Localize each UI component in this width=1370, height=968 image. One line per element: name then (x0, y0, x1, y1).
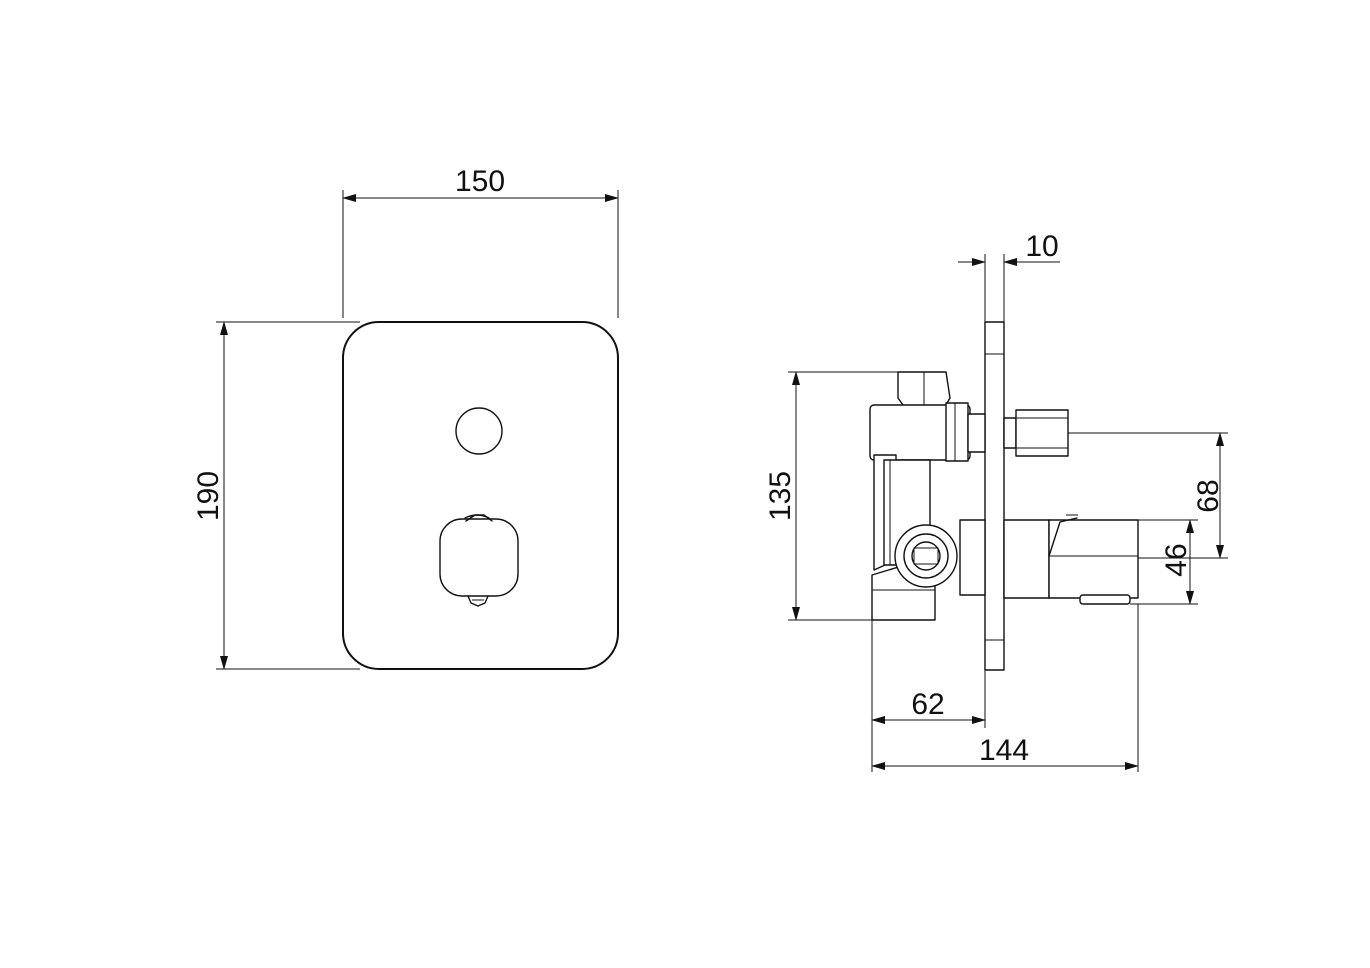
mixer-cartridge (959, 514, 1139, 605)
dimension-front-height: 190 (192, 321, 360, 670)
dimension-outlet-lower: 46 (1130, 519, 1198, 605)
dimension-depth-to-plate: 62 (871, 620, 986, 772)
wall-plate (984, 321, 1005, 671)
dimension-front-width: 150 (342, 165, 619, 318)
diverter-button (455, 407, 503, 455)
dim-label-144: 144 (979, 734, 1029, 767)
dimension-body-height: 135 (764, 371, 898, 621)
dim-label-68: 68 (1192, 479, 1225, 512)
dimension-outlet-upper: 68 (1068, 432, 1228, 559)
valve-body (871, 454, 936, 621)
upper-connector (869, 371, 986, 462)
thermostat-handle (439, 514, 519, 607)
dim-label-190: 190 (192, 471, 225, 521)
dimension-total-depth: 144 (871, 604, 1139, 772)
dim-label-62: 62 (911, 688, 944, 721)
side-inlet (894, 524, 958, 588)
dim-label-150: 150 (455, 165, 505, 198)
cover-plate (342, 321, 619, 670)
front-view (342, 321, 619, 670)
dim-label-10: 10 (1025, 230, 1058, 263)
dim-label-46: 46 (1160, 543, 1193, 576)
dimension-plate-thickness: 10 (958, 230, 1060, 322)
dim-label-135: 135 (764, 471, 797, 521)
pipe-stub (1003, 409, 1069, 457)
side-view (869, 321, 1139, 671)
